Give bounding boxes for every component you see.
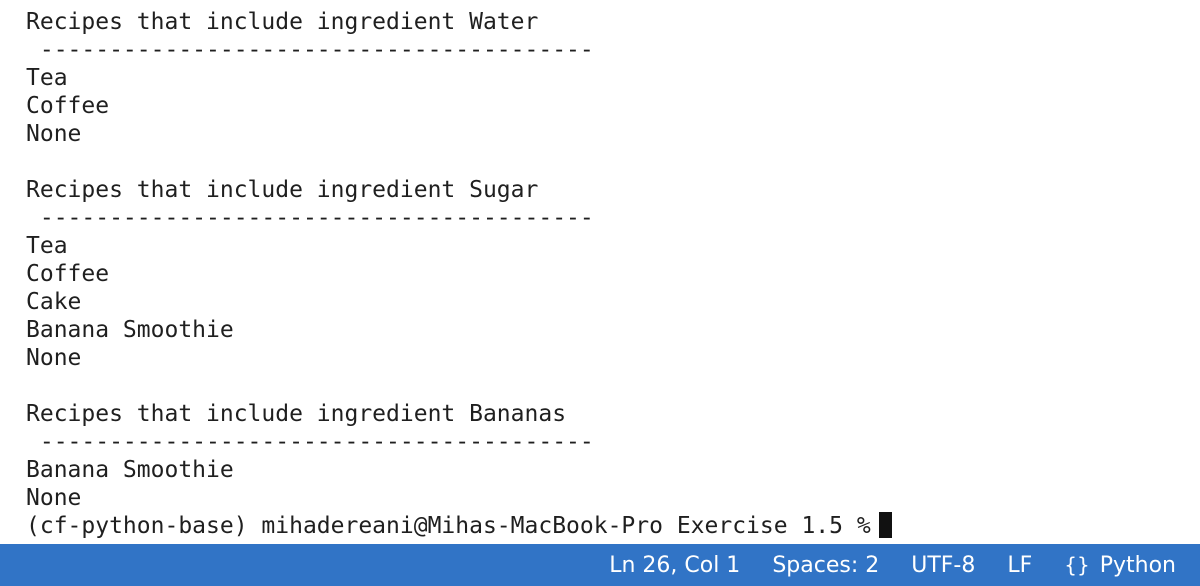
terminal-line: None [26, 345, 82, 371]
terminal-line: Recipes that include ingredient Water [26, 9, 539, 35]
status-language-label: Python [1099, 552, 1176, 578]
terminal-line: Recipes that include ingredient Sugar [26, 177, 539, 203]
terminal-line [26, 148, 1186, 176]
terminal-line: Cake [26, 289, 82, 315]
status-bar: Ln 26, Col 1 Spaces: 2 UTF-8 LF {} Pytho… [0, 544, 1200, 586]
terminal-line: ---------------------------------------- [26, 205, 594, 231]
status-line-ending[interactable]: LF [1007, 552, 1033, 578]
terminal-line: Tea [26, 233, 68, 259]
braces-icon: {} [1064, 553, 1090, 577]
terminal-line: Banana Smoothie [26, 317, 234, 343]
terminal-line: Coffee [26, 93, 110, 119]
status-encoding[interactable]: UTF-8 [911, 552, 976, 578]
terminal-line: Recipes that include ingredient Bananas [26, 401, 567, 427]
terminal-line: ---------------------------------------- [26, 429, 594, 455]
terminal-prompt-line[interactable]: (cf-python-base) mihadereani@Mihas-MacBo… [26, 512, 1186, 540]
terminal-line: None [26, 485, 82, 511]
status-language-mode[interactable]: {} Python [1064, 553, 1176, 578]
status-cursor-position[interactable]: Ln 26, Col 1 [609, 552, 741, 578]
terminal-line: Banana Smoothie [26, 457, 234, 483]
terminal-line: Coffee [26, 261, 110, 287]
terminal-line: ---------------------------------------- [26, 37, 594, 63]
terminal-line: Tea [26, 65, 68, 91]
status-indentation[interactable]: Spaces: 2 [772, 552, 880, 578]
terminal-cursor [878, 512, 892, 538]
terminal-line [26, 372, 1186, 400]
terminal-prompt: (cf-python-base) mihadereani@Mihas-MacBo… [26, 513, 871, 539]
terminal-line: None [26, 121, 82, 147]
terminal-output[interactable]: Recipes that include ingredient Water --… [26, 8, 1186, 544]
